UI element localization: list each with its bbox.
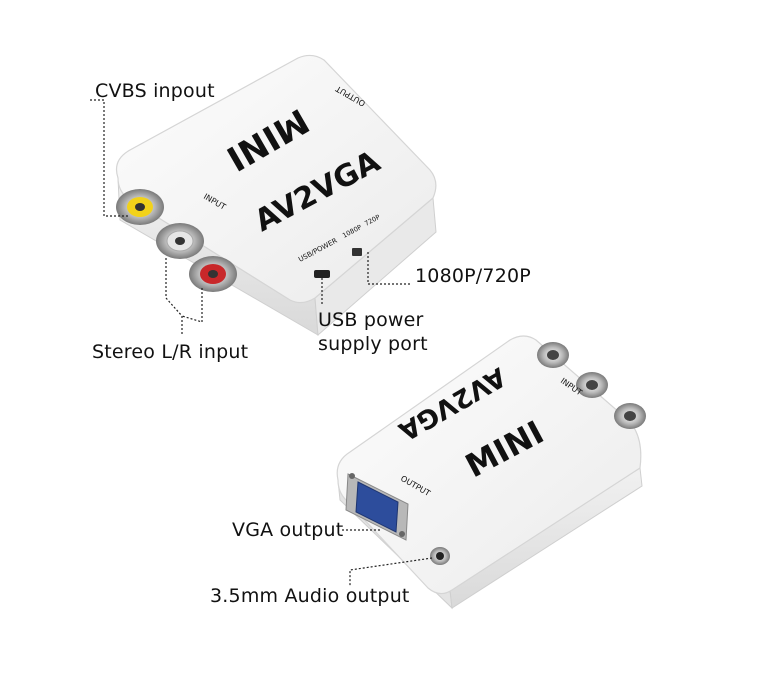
usb-power-label-line1: USB power [318,309,424,331]
audio-jack [430,547,450,565]
rca-yellow-jack [116,189,164,225]
usb-port [314,270,330,278]
rca-red-jack [189,256,237,292]
cvbs-input-label: CVBS inpout [95,80,215,102]
rca-jack-back-2 [576,372,608,398]
audio-output-label: 3.5mm Audio output [210,585,410,607]
stereo-input-label: Stereo L/R input [92,341,249,363]
vga-output-label: VGA output [232,519,344,541]
rca-jack-back-1 [537,342,569,368]
device-top: MINI AV2VGA INPUT OUTPUT USB/POWER 1080P… [115,54,437,337]
leader-lines [90,99,433,586]
resolution-label: 1080P/720P [415,265,531,287]
device-bottom: AV2VGA MINI INPUT OUTPUT [336,335,646,610]
rca-white-jack [156,223,204,259]
usb-power-label-line2: supply port [318,333,428,355]
resolution-switch [352,248,362,256]
vga-port [345,473,409,541]
rca-jack-back-3 [614,403,646,429]
